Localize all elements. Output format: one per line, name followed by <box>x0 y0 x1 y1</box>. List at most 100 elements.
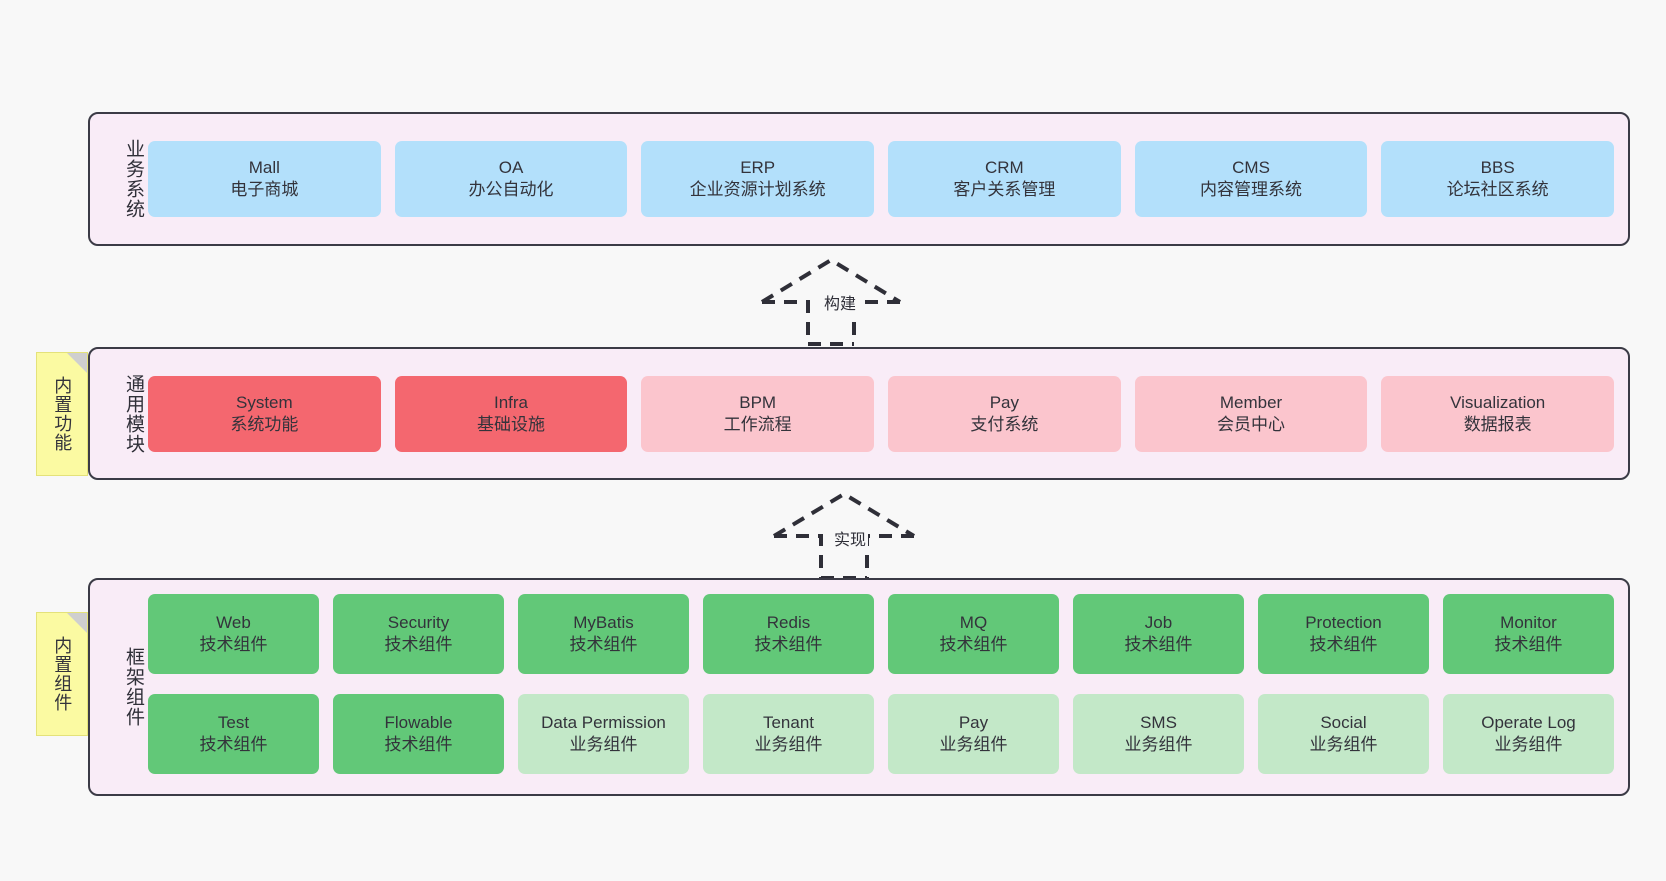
card-infra-cn: 基础设施 <box>477 414 545 434</box>
layer-business-systems: 业务系统 Mall 电子商城 OA 办公自动化 ERP 企业资源计划系统 CRM… <box>88 112 1630 246</box>
card-data-permission[interactable]: Data Permission 业务组件 <box>518 694 689 774</box>
card-infra[interactable]: Infra 基础设施 <box>394 375 628 452</box>
card-crm[interactable]: CRM 客户关系管理 <box>888 141 1121 217</box>
card-flowable-cn: 技术组件 <box>384 735 453 754</box>
note-fold-icon <box>67 353 87 373</box>
framework-card-grid: Web 技术组件 Security 技术组件 MyBatis 技术组件 Redi… <box>144 580 1628 794</box>
note-builtin-functions: 内置功能 <box>36 352 88 476</box>
card-system[interactable]: System 系统功能 <box>148 375 381 452</box>
card-oa[interactable]: OA 办公自动化 <box>394 141 628 217</box>
card-test[interactable]: Test 技术组件 <box>148 694 319 774</box>
card-mq[interactable]: MQ 技术组件 <box>888 594 1059 674</box>
card-pay-component-en: Pay <box>958 713 989 733</box>
card-pay-component[interactable]: Pay 业务组件 <box>888 694 1059 774</box>
card-security[interactable]: Security 技术组件 <box>333 594 504 674</box>
card-bpm[interactable]: BPM 工作流程 <box>641 375 875 452</box>
card-member-en: Member <box>1219 392 1283 412</box>
card-data-permission-en: Data Permission <box>541 713 666 733</box>
framework-row-business: Test 技术组件 Flowable 技术组件 Data Permission … <box>148 694 1614 780</box>
card-mq-en: MQ <box>959 613 988 633</box>
card-data-permission-cn: 业务组件 <box>569 735 638 754</box>
card-erp-cn: 企业资源计划系统 <box>689 180 826 199</box>
card-erp[interactable]: ERP 企业资源计划系统 <box>641 141 875 217</box>
card-mybatis-en: MyBatis <box>573 613 634 633</box>
card-tenant[interactable]: Tenant 业务组件 <box>703 694 874 774</box>
card-member[interactable]: Member 会员中心 <box>1134 375 1368 452</box>
layer-title-modules: 通用模块 <box>123 373 144 454</box>
card-test-en: Test <box>217 713 250 733</box>
card-member-cn: 会员中心 <box>1217 414 1286 434</box>
card-security-en: Security <box>387 613 450 633</box>
card-sms-en: SMS <box>1140 713 1177 733</box>
card-mybatis-cn: 技术组件 <box>569 635 638 654</box>
card-bbs-cn: 论坛社区系统 <box>1446 180 1549 199</box>
card-web-en: Web <box>216 613 251 633</box>
arrow-implement-label: 实现 <box>832 526 869 550</box>
card-protection-en: Protection <box>1305 613 1382 633</box>
card-protection-cn: 技术组件 <box>1309 635 1378 654</box>
card-flowable-en: Flowable <box>384 713 453 733</box>
card-test-cn: 技术组件 <box>199 735 268 754</box>
card-monitor[interactable]: Monitor 技术组件 <box>1443 594 1614 674</box>
card-redis-cn: 技术组件 <box>754 635 823 654</box>
card-social-cn: 业务组件 <box>1309 735 1378 754</box>
card-pay-component-cn: 业务组件 <box>939 735 1008 754</box>
card-job[interactable]: Job 技术组件 <box>1073 594 1244 674</box>
card-system-cn: 系统功能 <box>230 414 299 434</box>
card-job-cn: 技术组件 <box>1124 635 1193 654</box>
card-pay-module-en: Pay <box>989 392 1019 412</box>
card-visualization[interactable]: Visualization 数据报表 <box>1381 375 1615 452</box>
card-cms-cn: 内容管理系统 <box>1200 180 1303 199</box>
card-system-en: System <box>235 392 293 412</box>
card-flowable[interactable]: Flowable 技术组件 <box>333 694 504 774</box>
layer-title-business: 业务系统 <box>123 139 144 219</box>
note-fold-icon <box>67 613 87 633</box>
card-erp-en: ERP <box>740 158 776 178</box>
card-mybatis[interactable]: MyBatis 技术组件 <box>518 594 689 674</box>
framework-row-tech: Web 技术组件 Security 技术组件 MyBatis 技术组件 Redi… <box>148 594 1614 680</box>
card-oa-cn: 办公自动化 <box>468 180 554 199</box>
card-sms-cn: 业务组件 <box>1124 735 1193 754</box>
card-operate-log[interactable]: Operate Log 业务组件 <box>1443 694 1614 774</box>
note-builtin-components-label: 内置组件 <box>52 636 73 712</box>
arrow-build-label: 构建 <box>822 290 859 314</box>
card-web[interactable]: Web 技术组件 <box>148 594 319 674</box>
card-job-en: Job <box>1144 613 1173 633</box>
card-bbs-en: BBS <box>1480 158 1515 178</box>
card-redis[interactable]: Redis 技术组件 <box>703 594 874 674</box>
card-web-cn: 技术组件 <box>199 635 268 654</box>
card-operate-log-cn: 业务组件 <box>1494 735 1563 754</box>
card-bpm-en: BPM <box>739 392 777 412</box>
card-pay-module[interactable]: Pay 支付系统 <box>888 375 1121 452</box>
arrow-implement: 实现 <box>768 490 920 580</box>
card-tenant-en: Tenant <box>762 713 815 733</box>
card-infra-en: Infra <box>493 392 529 412</box>
card-security-cn: 技术组件 <box>384 635 453 654</box>
card-bbs[interactable]: BBS 论坛社区系统 <box>1381 141 1615 217</box>
card-oa-en: OA <box>498 158 524 178</box>
card-cms[interactable]: CMS 内容管理系统 <box>1134 141 1368 217</box>
layer-framework-components: 框架组件 Web 技术组件 Security 技术组件 MyBatis 技术组件… <box>88 578 1630 796</box>
card-visualization-cn: 数据报表 <box>1463 414 1532 434</box>
card-operate-log-en: Operate Log <box>1481 713 1576 733</box>
card-social-en: Social <box>1320 713 1367 733</box>
note-builtin-functions-label: 内置功能 <box>52 376 73 452</box>
modules-card-list: System 系统功能 Infra 基础设施 BPM 工作流程 Pay 支付系统… <box>144 349 1628 478</box>
card-mq-cn: 技术组件 <box>939 635 1008 654</box>
card-sms[interactable]: SMS 业务组件 <box>1073 694 1244 774</box>
card-pay-module-cn: 支付系统 <box>970 414 1039 434</box>
card-monitor-cn: 技术组件 <box>1494 635 1563 654</box>
card-tenant-cn: 业务组件 <box>754 735 823 754</box>
card-social[interactable]: Social 业务组件 <box>1258 694 1429 774</box>
card-bpm-cn: 工作流程 <box>723 414 792 434</box>
business-card-list: Mall 电子商城 OA 办公自动化 ERP 企业资源计划系统 CRM 客户关系… <box>144 114 1628 244</box>
card-mall-cn: 电子商城 <box>230 180 299 199</box>
arrow-build: 构建 <box>756 256 906 346</box>
note-builtin-components: 内置组件 <box>36 612 88 736</box>
card-mall[interactable]: Mall 电子商城 <box>148 141 381 217</box>
card-protection[interactable]: Protection 技术组件 <box>1258 594 1429 674</box>
card-crm-en: CRM <box>984 158 1024 178</box>
layer-common-modules: 通用模块 System 系统功能 Infra 基础设施 BPM 工作流程 Pay… <box>88 347 1630 480</box>
card-cms-en: CMS <box>1232 158 1270 178</box>
